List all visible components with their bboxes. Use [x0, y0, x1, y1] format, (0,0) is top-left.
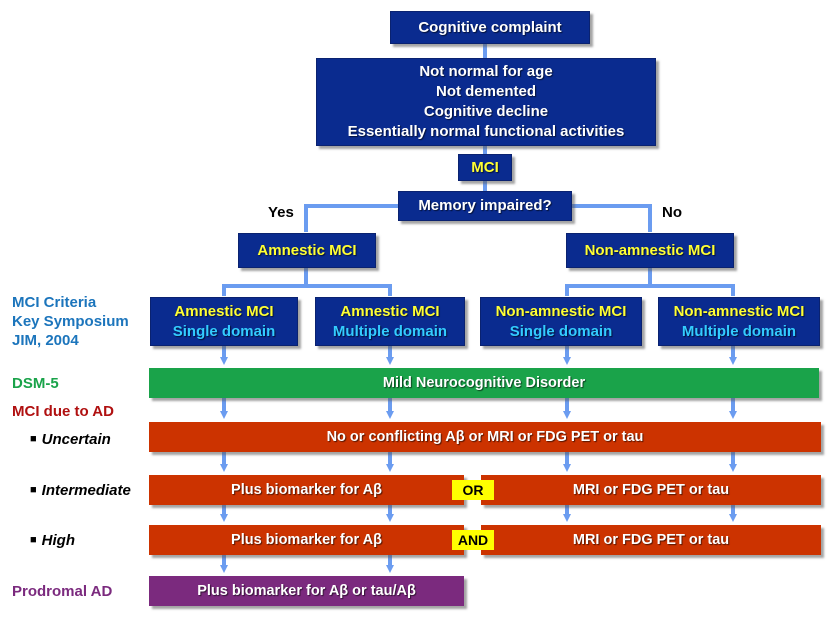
- dsm5-bar-text: Mild Neurocognitive Disorder: [382, 374, 586, 391]
- subtype-amnestic-multiple: Amnestic MCI Multiple domain: [315, 297, 465, 346]
- mci-box: MCI: [458, 154, 512, 181]
- subtype-non-amnestic-multiple: Non-amnestic MCI Multiple domain: [658, 297, 820, 346]
- level-intermediate-text: Intermediate: [41, 482, 131, 499]
- level-high: ■ High: [30, 532, 75, 549]
- non-amnestic-mci-box: Non-amnestic MCI: [566, 233, 734, 268]
- dsm5-label: DSM-5: [12, 375, 59, 392]
- amnestic-mci-text: Amnestic MCI: [257, 241, 357, 259]
- criterion-cognitive-decline: Cognitive decline: [423, 103, 549, 120]
- prodromal-bar: Plus biomarker for Aβ or tau/Aβ: [149, 576, 464, 606]
- level-uncertain: ■ Uncertain: [30, 431, 111, 448]
- subtype-title: Non-amnestic MCI: [673, 302, 805, 320]
- level-uncertain-text: Uncertain: [41, 431, 111, 448]
- mci-due-to-ad-label: MCI due to AD: [12, 403, 114, 420]
- uncertain-bar: No or conflicting Aβ or MRI or FDG PET o…: [149, 422, 821, 452]
- subtype-title: Amnestic MCI: [174, 302, 274, 320]
- cognitive-complaint-text: Cognitive complaint: [418, 18, 562, 36]
- connector-nonamnestic-split: [565, 284, 735, 296]
- criterion-normal-functional: Essentially normal functional activities: [347, 123, 625, 140]
- criterion-not-normal-for-age: Not normal for age: [419, 63, 553, 80]
- high-right-text: MRI or FDG PET or tau: [572, 531, 730, 548]
- no-label: No: [662, 204, 682, 221]
- level-intermediate: ■ Intermediate: [30, 482, 131, 499]
- mci-text: MCI: [471, 158, 499, 176]
- connector-amnestic-split: [222, 284, 392, 296]
- prodromal-bar-text: Plus biomarker for Aβ or tau/Aβ: [197, 582, 416, 599]
- bullet-icon: ■: [30, 433, 37, 445]
- high-left-text: Plus biomarker for Aβ: [231, 531, 382, 548]
- criterion-not-demented: Not demented: [435, 83, 536, 100]
- subtype-subtitle: Single domain: [509, 322, 613, 340]
- subtype-amnestic-single: Amnestic MCI Single domain: [150, 297, 298, 346]
- mci-criteria-box: Not normal for age Not demented Cognitiv…: [316, 58, 656, 146]
- subtype-title: Amnestic MCI: [340, 302, 440, 320]
- bullet-icon: ■: [30, 534, 37, 546]
- subtype-non-amnestic-single: Non-amnestic MCI Single domain: [480, 297, 642, 346]
- dsm5-bar: Mild Neurocognitive Disorder: [149, 368, 819, 398]
- high-right-bar: MRI or FDG PET or tau: [481, 525, 821, 555]
- level-high-text: High: [41, 532, 75, 549]
- subtype-title: Non-amnestic MCI: [495, 302, 627, 320]
- mci-criteria-label: MCI Criteria Key Symposium JIM, 2004: [12, 293, 129, 350]
- intermediate-right-bar: MRI or FDG PET or tau: [481, 475, 821, 505]
- non-amnestic-mci-text: Non-amnestic MCI: [584, 241, 716, 259]
- or-tag: OR: [452, 480, 494, 500]
- connector-yes-branch: [304, 204, 400, 232]
- subtype-subtitle: Single domain: [172, 322, 276, 340]
- memory-impaired-text: Memory impaired?: [418, 197, 552, 215]
- intermediate-right-text: MRI or FDG PET or tau: [572, 481, 730, 498]
- and-tag: AND: [452, 530, 494, 550]
- intermediate-left-bar: Plus biomarker for Aβ: [149, 475, 464, 505]
- prodromal-ad-label: Prodromal AD: [12, 583, 113, 600]
- cognitive-complaint-box: Cognitive complaint: [390, 11, 590, 44]
- amnestic-mci-box: Amnestic MCI: [238, 233, 376, 268]
- mci-criteria-line: Key Symposium: [12, 313, 129, 330]
- yes-label: Yes: [268, 204, 294, 221]
- intermediate-left-text: Plus biomarker for Aβ: [231, 481, 382, 498]
- bullet-icon: ■: [30, 484, 37, 496]
- subtype-subtitle: Multiple domain: [681, 322, 797, 340]
- high-left-bar: Plus biomarker for Aβ: [149, 525, 464, 555]
- subtype-subtitle: Multiple domain: [332, 322, 448, 340]
- mci-criteria-line: JIM, 2004: [12, 332, 79, 349]
- uncertain-bar-text: No or conflicting Aβ or MRI or FDG PET o…: [326, 428, 644, 445]
- connector-no-branch: [572, 204, 652, 232]
- memory-impaired-box: Memory impaired?: [398, 191, 572, 221]
- mci-criteria-line: MCI Criteria: [12, 294, 97, 311]
